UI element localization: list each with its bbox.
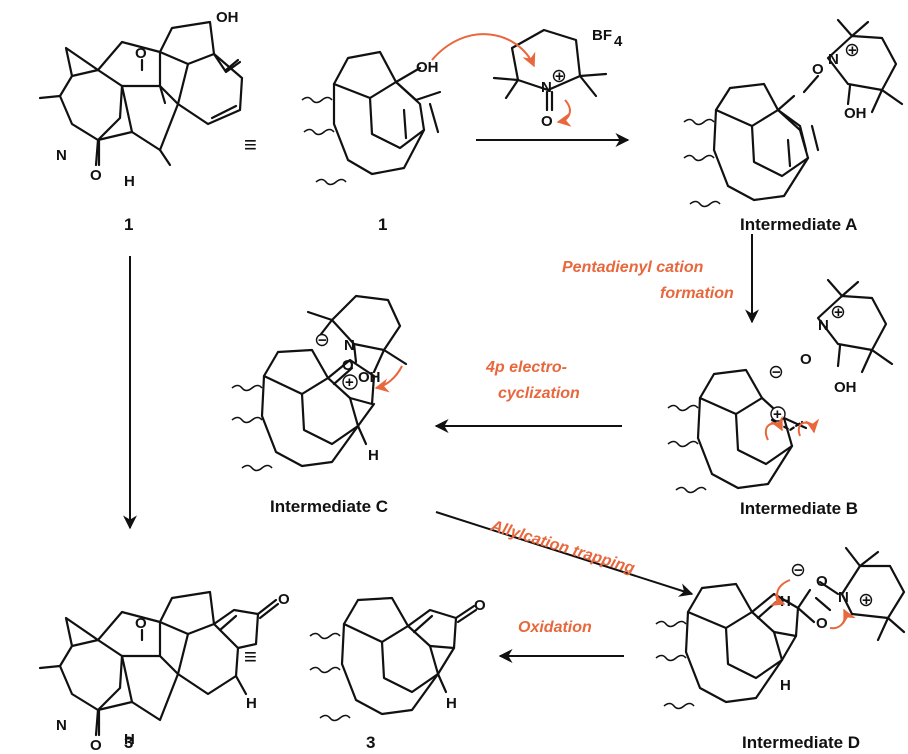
c3s-h-label: H (446, 695, 457, 712)
int-d-h-top-label: H (780, 593, 791, 610)
int-d-minus-o-symbol: − (794, 562, 803, 579)
intermediate-d-structure (655, 546, 906, 710)
c3-n-label: N (56, 717, 67, 734)
e-arrow-c-trap (374, 365, 403, 393)
compound-1-simplified-structure (301, 50, 442, 186)
c1s-oh-label: OH (416, 59, 439, 76)
c3-o-top-label: O (135, 615, 147, 632)
c3s-o-label: O (474, 597, 486, 614)
intermediate-a-structure (683, 18, 904, 208)
e-arrow-oh-to-n (431, 33, 536, 68)
int-c-minus-o-symbol: − (318, 332, 327, 349)
int-b-oh-label: OH (834, 379, 857, 396)
reagent-bf-label: BF (592, 27, 612, 44)
label-intermediate-a: Intermediate A (740, 215, 857, 234)
c1-oh-label: OH (216, 9, 239, 26)
c1-h-label: H (124, 173, 135, 190)
int-d-n-label: N (838, 589, 849, 606)
label-intermediate-b: Intermediate B (740, 499, 858, 518)
reagent-bf-subscript: 4 (614, 33, 623, 50)
int-b-o-label: O (800, 351, 812, 368)
int-c-h-label: H (368, 447, 379, 464)
c1-n-label: N (56, 147, 67, 164)
int-c-n-label: N (344, 337, 355, 354)
int-a-o-label: O (812, 61, 824, 78)
compound-3-full-structure (38, 590, 280, 737)
int-c-o-label: O (342, 357, 354, 374)
label-compound-1-right: 1 (378, 215, 387, 234)
int-c-minus-o (315, 333, 329, 347)
e-arrow-b-cyclize-2 (797, 418, 820, 437)
c1-o-bottom-label: O (90, 167, 102, 184)
label-intermediate-d: Intermediate D (742, 733, 860, 752)
e-arrow-b-cyclize-1 (764, 415, 783, 441)
int-a-plus-charge (845, 43, 859, 57)
label-compound-3-left: 3 (124, 733, 133, 752)
int-b-minus-o-symbol: − (772, 364, 781, 381)
reagent-o-label: O (541, 113, 553, 130)
int-b-plus-n-symbol: + (834, 304, 843, 321)
int-a-oh-label: OH (844, 105, 867, 122)
int-a-n-label: N (828, 51, 839, 68)
compound-3-simplified-structure (309, 596, 478, 722)
cond-pentadienyl-line2: formation (660, 285, 734, 302)
cond-electro-line2: cyclization (498, 385, 580, 402)
int-d-plus-n (859, 593, 873, 607)
equiv-sign-top: ≡ (244, 132, 257, 157)
c3-h2-label: H (246, 695, 257, 712)
cond-oxidation: Oxidation (518, 619, 592, 636)
int-d-h-bottom-label: H (780, 677, 791, 694)
reagent-n-label: N (541, 79, 552, 96)
int-b-n-label: N (818, 317, 829, 334)
intermediate-b-structure (667, 278, 894, 494)
int-c-oh-label: OH (358, 369, 381, 386)
cond-pentadienyl-line1: Pentadienyl cation (562, 259, 704, 276)
int-c-plus-symbol: + (345, 374, 354, 391)
equiv-sign-bottom: ≡ (244, 644, 257, 669)
reagent-plus-charge (552, 69, 566, 83)
int-a-plus-symbol: + (848, 42, 857, 59)
e-arrow-d-oxidation-1 (769, 579, 791, 606)
cond-electro-line1: 4p electro- (485, 359, 567, 376)
reaction-arrow-c-to-d (435, 511, 694, 597)
c3-h-label: H (124, 731, 135, 748)
int-c-plus-charge (342, 374, 358, 390)
label-compound-1-left: 1 (124, 215, 133, 234)
c1-o-top-label: O (135, 45, 147, 62)
int-d-minus-o (791, 563, 805, 577)
e-arrow-no-bond (556, 99, 572, 127)
reagent-plus-symbol: + (555, 68, 564, 85)
int-b-minus-o (769, 365, 783, 379)
cond-allyl-trapping: Allylcation trapping (488, 517, 637, 577)
int-b-plus-n (831, 305, 845, 319)
c3-o-ketone-label: O (278, 591, 290, 608)
c3-o-bottom-label: O (90, 737, 102, 754)
int-d-plus-n-symbol: + (862, 592, 871, 609)
e-arrow-d-oxidation-2 (829, 608, 856, 630)
label-compound-3-right: 3 (366, 733, 375, 752)
int-b-plus-symbol: + (773, 406, 782, 423)
int-d-o-bottom-label: O (816, 615, 828, 632)
oxoammonium-reagent-structure (492, 28, 608, 112)
int-d-o-top-label: O (816, 573, 828, 590)
label-intermediate-c: Intermediate C (270, 497, 388, 516)
compound-1-full-structure (38, 20, 244, 167)
